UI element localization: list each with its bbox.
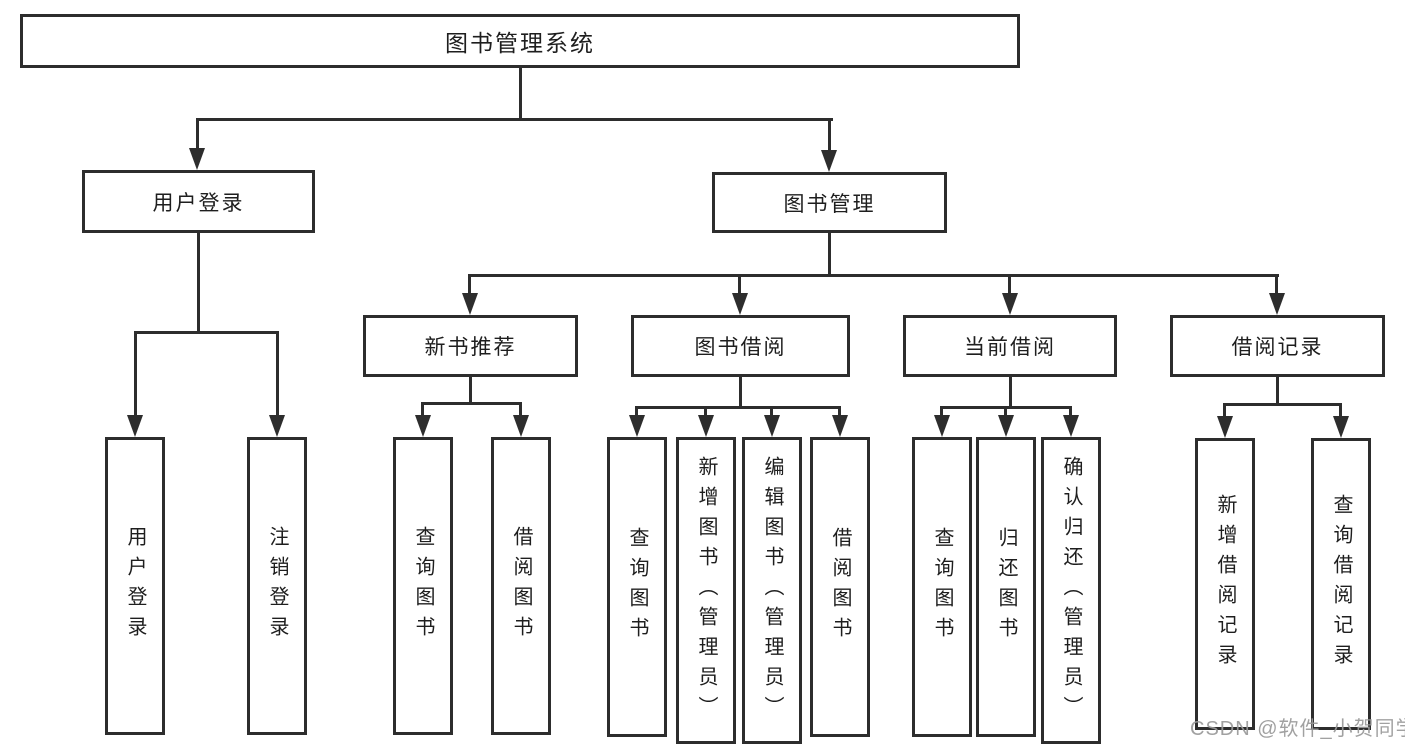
connector-arrow-stem (1008, 277, 1011, 293)
arrow-down-icon (934, 415, 950, 437)
connector-current-borrow-hline (940, 406, 1072, 409)
arrow-down-icon (629, 415, 645, 437)
connector-user-login-arrow-stem (196, 120, 199, 150)
connector-user-login-hline (134, 331, 279, 334)
connector-arrow-stem (421, 405, 424, 415)
node-current-borrowing: 当前借阅 (903, 315, 1117, 377)
leaf-query-borrow-record: 查询借阅记录 (1311, 438, 1371, 730)
arrow-down-icon (269, 415, 285, 437)
arrow-down-icon (1269, 293, 1285, 315)
node-label: 当前借阅 (964, 336, 1056, 359)
arrow-down-icon (698, 415, 714, 437)
node-label: 确认归还（管理员） (1060, 455, 1082, 726)
arrow-down-icon (821, 150, 837, 172)
csdn-watermark: CSDN @软件_小贺同学 (1190, 718, 1405, 740)
node-label: 用户登录 (152, 191, 245, 215)
node-label: 查询图书 (626, 527, 648, 647)
leaf-query-books-recommend: 查询图书 (393, 437, 453, 735)
node-user-login: 用户登录 (82, 170, 315, 233)
arrow-down-icon (1002, 293, 1018, 315)
connector-arrow-stem (1069, 409, 1072, 415)
leaf-add-books-admin: 新增图书（管理员） (676, 437, 736, 744)
node-label: 注销登录 (266, 526, 288, 646)
node-book-borrowing: 图书借阅 (631, 315, 850, 377)
arrow-down-icon (732, 293, 748, 315)
node-new-book-recommend: 新书推荐 (363, 315, 578, 377)
connector-arrow-stem (635, 409, 638, 415)
arrow-down-icon (415, 415, 431, 437)
leaf-confirm-return-admin: 确认归还（管理员） (1041, 437, 1101, 744)
connector-borrow-records-stem (1276, 377, 1279, 405)
leaf-user-login: 用户登录 (105, 437, 165, 735)
connector-current-borrow-stem (1009, 377, 1012, 408)
arrow-down-icon (127, 415, 143, 437)
connector-arrow-stem (838, 409, 841, 415)
node-label: 查询借阅记录 (1330, 494, 1352, 674)
node-book-management: 图书管理 (712, 172, 947, 233)
leaf-query-books-current: 查询图书 (912, 437, 972, 737)
arrow-down-icon (513, 415, 529, 437)
node-label: 借阅记录 (1231, 336, 1324, 359)
connector-level3-hline (468, 274, 1279, 277)
arrow-down-icon (1333, 416, 1349, 438)
connector-arrow-stem (134, 333, 137, 415)
connector-arrow-stem (738, 277, 741, 293)
node-label: 新书推荐 (424, 336, 517, 359)
node-label: 图书借阅 (694, 336, 787, 359)
connector-level1-hline (196, 118, 833, 121)
connector-user-login-stem (197, 233, 200, 333)
connector-book-borrow-stem (739, 377, 742, 408)
connector-root-stem (519, 68, 522, 120)
arrow-down-icon (998, 415, 1014, 437)
connector-arrow-stem (704, 409, 707, 415)
connector-arrow-stem (1339, 406, 1342, 416)
connector-arrow-stem (940, 409, 943, 415)
connector-new-book-stem (469, 377, 472, 404)
arrow-down-icon (832, 415, 848, 437)
connector-borrow-records-hline (1223, 403, 1342, 406)
connector-arrow-stem (519, 405, 522, 415)
leaf-add-borrow-record: 新增借阅记录 (1195, 438, 1255, 730)
node-label: 新增借阅记录 (1214, 494, 1236, 674)
node-label: 借阅图书 (829, 527, 851, 647)
arrow-down-icon (1217, 416, 1233, 438)
arrow-down-icon (189, 148, 205, 170)
leaf-edit-books-admin: 编辑图书（管理员） (742, 437, 802, 744)
node-label: 新增图书（管理员） (695, 455, 717, 726)
node-label: 图书管理 (783, 192, 876, 216)
node-label: 图书管理系统 (445, 30, 595, 56)
leaf-borrow-books-recommend: 借阅图书 (491, 437, 551, 735)
arrow-down-icon (764, 415, 780, 437)
connector-arrow-stem (276, 333, 279, 415)
arrow-down-icon (462, 293, 478, 315)
connector-book-mgmt-arrow-stem (828, 120, 831, 152)
arrow-down-icon (1063, 415, 1079, 437)
node-label: 归还图书 (995, 527, 1017, 647)
leaf-return-books: 归还图书 (976, 437, 1036, 737)
node-label: 查询图书 (412, 526, 434, 646)
node-label: 编辑图书（管理员） (761, 455, 783, 726)
node-borrow-records: 借阅记录 (1170, 315, 1385, 377)
connector-book-mgmt-stem (828, 233, 831, 276)
connector-arrow-stem (770, 409, 773, 415)
connector-arrow-stem (468, 277, 471, 293)
node-library-management-system: 图书管理系统 (20, 14, 1020, 68)
node-label: 用户登录 (124, 526, 146, 646)
node-label: 查询图书 (931, 527, 953, 647)
connector-book-borrow-hline (635, 406, 841, 409)
connector-arrow-stem (1275, 277, 1278, 293)
connector-arrow-stem (1004, 409, 1007, 415)
node-label: 借阅图书 (510, 526, 532, 646)
leaf-query-books-borrow: 查询图书 (607, 437, 667, 737)
leaf-logout: 注销登录 (247, 437, 307, 735)
connector-new-book-hline (421, 402, 522, 405)
connector-arrow-stem (1223, 406, 1226, 416)
leaf-borrow-books: 借阅图书 (810, 437, 870, 737)
